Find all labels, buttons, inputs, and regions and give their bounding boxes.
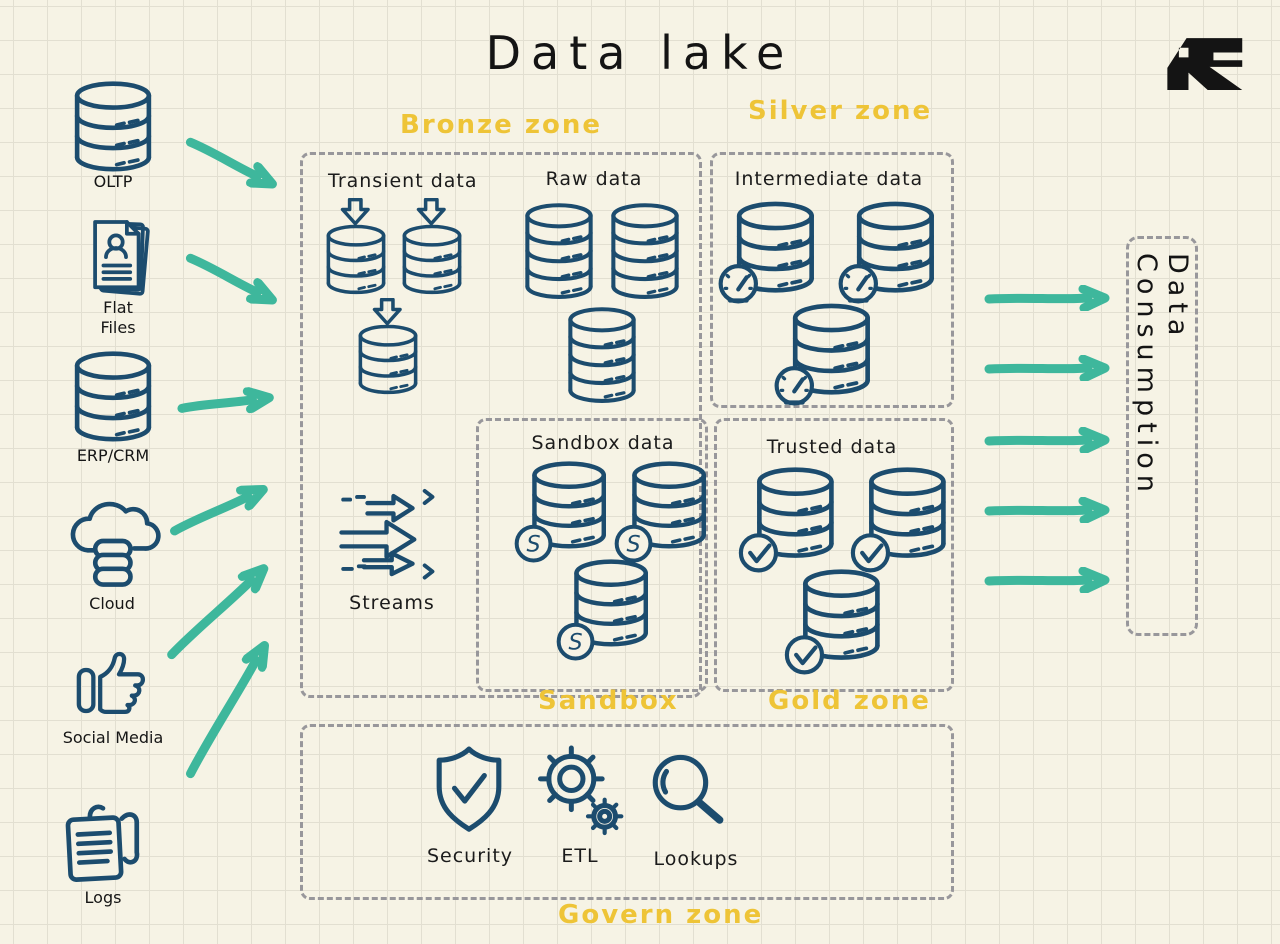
cloud-database-icon xyxy=(60,492,162,590)
oltp-database-icon xyxy=(62,80,164,172)
logs-icon xyxy=(58,798,148,888)
flow-arrow-consume-2 xyxy=(984,355,1110,381)
flow-arrow-cloud xyxy=(170,484,268,536)
flow-arrow-consume-5 xyxy=(984,567,1110,593)
trusted-database-icon xyxy=(738,466,838,575)
gold-zone-label: Gold zone xyxy=(768,686,931,716)
flow-arrow-flat-files xyxy=(185,253,277,305)
raw-database-icon xyxy=(563,306,641,405)
security-label: Security xyxy=(426,845,514,867)
trusted-database-icon xyxy=(784,568,884,677)
sandbox-zone-label: Sandbox xyxy=(538,686,679,716)
sandbox-database-icon xyxy=(614,460,710,565)
raw-database-icon xyxy=(606,202,684,301)
social-media-label: Social Media xyxy=(62,728,164,747)
oltp-label: OLTP xyxy=(93,172,133,191)
transient-database-icon xyxy=(354,298,422,396)
transient-database-icon xyxy=(322,198,390,296)
intermediate-database-icon xyxy=(836,200,940,310)
transient-database-icon xyxy=(398,198,466,296)
flow-arrow-consume-1 xyxy=(984,285,1110,311)
flow-arrow-erp-crm xyxy=(177,386,274,414)
flat-files-icon xyxy=(78,212,154,304)
shield-check-icon xyxy=(428,744,510,836)
flow-arrow-social xyxy=(167,564,269,660)
intermediate-database-icon xyxy=(772,302,876,412)
silver-zone-box xyxy=(710,152,954,408)
sandbox-zone-box xyxy=(476,418,708,692)
flow-arrow-oltp xyxy=(185,137,277,189)
data-consumption-box: Data Consumption xyxy=(1126,236,1198,636)
magnifier-icon xyxy=(645,748,729,836)
raw-data-label: Raw data xyxy=(545,168,643,190)
flow-arrow-consume-3 xyxy=(984,427,1110,453)
raw-database-icon xyxy=(520,202,598,301)
sandbox-database-icon xyxy=(556,558,652,663)
lookups-label: Lookups xyxy=(653,848,739,870)
flat-files-label: Flat Files xyxy=(100,298,136,337)
govern-zone-label: Govern zone xyxy=(558,900,764,930)
flow-arrow-consume-4 xyxy=(984,497,1110,523)
intermediate-database-icon xyxy=(716,200,820,310)
thumbs-up-icon xyxy=(72,638,154,726)
page-title: Data lake xyxy=(485,26,795,80)
logs-label: Logs xyxy=(84,888,122,907)
gold-zone-box xyxy=(714,418,954,692)
silver-zone-label: Silver zone xyxy=(748,96,933,126)
stream-arrows-icon xyxy=(338,482,442,583)
transient-data-label: Transient data xyxy=(328,170,478,192)
bronze-zone-label: Bronze zone xyxy=(400,110,602,140)
sandbox-database-icon xyxy=(514,460,610,565)
data-consumption-label: Data Consumption xyxy=(1131,253,1193,498)
flow-arrow-logs xyxy=(186,640,269,779)
govern-zone-box xyxy=(300,724,954,900)
cloud-label: Cloud xyxy=(89,594,135,613)
trusted-data-label: Trusted data xyxy=(766,436,898,458)
r-logo xyxy=(1152,36,1248,94)
erp-crm-label: ERP/CRM xyxy=(76,446,150,465)
intermediate-data-label: Intermediate data xyxy=(734,168,924,190)
etl-label: ETL xyxy=(561,845,599,867)
streams-label: Streams xyxy=(349,592,435,614)
erp-crm-database-icon xyxy=(65,350,161,442)
gears-icon xyxy=(528,732,628,844)
trusted-database-icon xyxy=(850,466,950,575)
sandbox-data-label: Sandbox data xyxy=(531,432,675,454)
